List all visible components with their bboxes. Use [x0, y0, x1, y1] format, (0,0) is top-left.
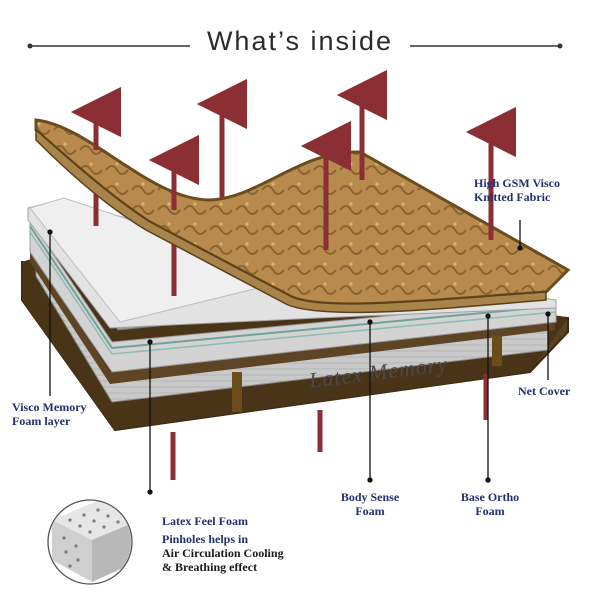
leader-lines: [47, 220, 551, 495]
net-cover-stripe-2: [29, 231, 557, 355]
strap: [232, 372, 242, 412]
air-flow-arrows-top: [71, 70, 516, 250]
heading-rule: [27, 43, 563, 49]
label-net-cover: Net Cover: [518, 384, 571, 398]
fabric-edge: [35, 128, 547, 314]
page-title: What’s inside: [0, 26, 600, 57]
strap: [492, 336, 502, 366]
net-cover-stripe: [29, 225, 557, 350]
label-latex: Latex Feel Foam Pinholes helps in Air Ci…: [162, 514, 284, 574]
body-sense-foam-side: [29, 218, 557, 373]
middle-band: [30, 252, 555, 384]
latex-inset: [47, 499, 133, 585]
